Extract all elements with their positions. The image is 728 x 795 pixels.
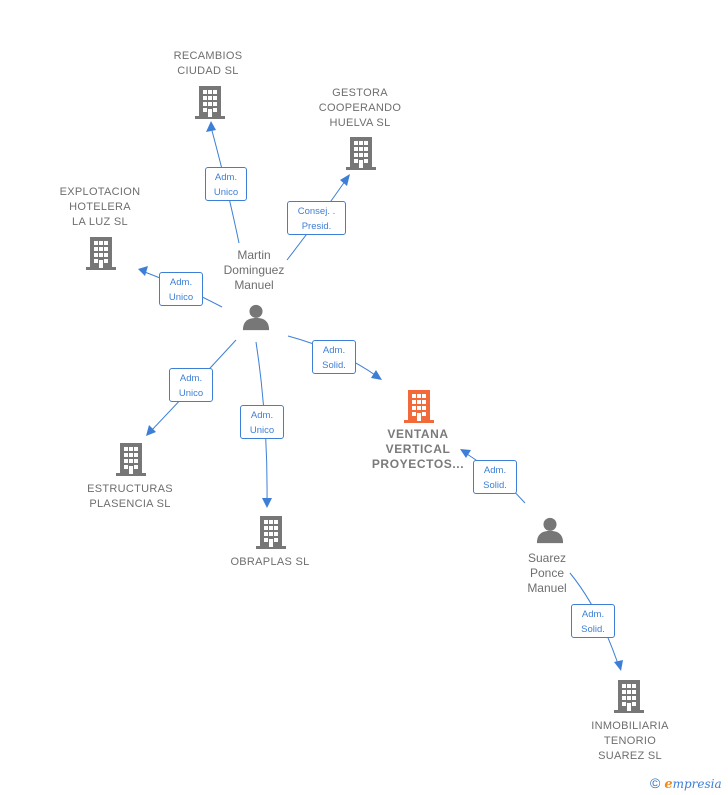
label-line: Ponce <box>529 566 565 580</box>
edge-label-line: Unico <box>168 292 194 303</box>
edge-label-line: Adm. <box>169 277 193 288</box>
arrow-inmobiliaria <box>614 660 623 671</box>
label-line: HUELVA SL <box>329 117 391 129</box>
empresia-logo[interactable]: ©empresia <box>650 775 722 792</box>
edge-label-adm-unico[interactable]: Adm. Unico <box>205 167 247 201</box>
label-line: RECAMBIOS <box>173 50 243 62</box>
label-line: CIUDAD SL <box>177 65 239 77</box>
label-line: OBRAPLAS SL <box>230 556 310 568</box>
edge-label-line: Adm. <box>483 465 507 476</box>
company-inmobiliaria-label[interactable]: INMOBILIARIA TENORIO SUAREZ SL <box>570 719 690 764</box>
brand-name: mpresia <box>672 777 722 791</box>
building-icon[interactable] <box>346 137 376 170</box>
building-icon[interactable] <box>256 516 286 549</box>
person-suarez-label[interactable]: Suarez Ponce Manuel <box>497 551 597 596</box>
label-line: ESTRUCTURAS <box>87 483 173 495</box>
label-line: PLASENCIA SL <box>89 498 171 510</box>
edge-label-adm-unico[interactable]: Adm. Unico <box>159 272 203 306</box>
label-line: Dominguez <box>223 263 285 277</box>
edge-label-adm-unico[interactable]: Adm. Unico <box>169 368 213 402</box>
company-obraplas-label[interactable]: OBRAPLAS SL <box>210 555 330 570</box>
edge-label-line: Unico <box>249 425 275 436</box>
copyright-icon: © <box>650 775 661 791</box>
label-line: TENORIO <box>603 735 657 747</box>
edge-label-line: Solid. <box>581 624 605 635</box>
arrow-ventana-suarez <box>460 449 471 458</box>
company-ventana-label[interactable]: VENTANA VERTICAL PROYECTOS... <box>360 427 476 472</box>
arrow-recambios <box>206 121 216 132</box>
edge-label-line: Adm. <box>179 373 203 384</box>
edge-label-line: Unico <box>178 388 204 399</box>
arrow-obraplas <box>262 498 272 508</box>
arrow-ventana-martin <box>371 370 382 380</box>
edge-label-adm-solid[interactable]: Adm. Solid. <box>571 604 615 638</box>
edge-label-consej-presid[interactable]: Consej. . Presid. <box>287 201 346 235</box>
label-line: SUAREZ SL <box>598 750 662 762</box>
edge-label-line: Adm. <box>214 172 238 183</box>
edge-label-line: Solid. <box>322 360 346 371</box>
building-icon[interactable] <box>614 680 644 713</box>
edge-label-line: Solid. <box>483 480 507 491</box>
label-line: EXPLOTACION <box>59 186 141 198</box>
building-icon[interactable] <box>116 443 146 476</box>
edge-label-adm-unico[interactable]: Adm. Unico <box>240 405 284 439</box>
label-line: PROYECTOS... <box>371 457 465 471</box>
label-line: LA LUZ SL <box>72 216 128 228</box>
building-icon[interactable] <box>86 237 116 270</box>
label-line: INMOBILIARIA <box>591 720 669 732</box>
arrow-explotacion <box>138 266 148 276</box>
company-estructuras-label[interactable]: ESTRUCTURAS PLASENCIA SL <box>70 482 190 512</box>
edge-label-line: Unico <box>213 187 239 198</box>
person-martin-label[interactable]: Martin Dominguez Manuel <box>204 248 304 293</box>
building-icon[interactable] <box>195 86 225 119</box>
company-gestora-label[interactable]: GESTORA COOPERANDO HUELVA SL <box>302 86 418 131</box>
label-line: COOPERANDO <box>318 102 402 114</box>
edge-label-line: Consej. . <box>297 206 336 217</box>
label-line: VENTANA <box>387 427 449 441</box>
company-recambios-label[interactable]: RECAMBIOS CIUDAD SL <box>150 49 266 79</box>
person-icon[interactable] <box>242 304 270 331</box>
arrow-estructuras <box>146 425 156 436</box>
label-line: HOTELERA <box>69 201 131 213</box>
label-line: Martin <box>237 248 271 262</box>
label-line: GESTORA <box>332 87 388 99</box>
building-icon[interactable] <box>404 390 434 423</box>
person-icon[interactable] <box>536 517 564 544</box>
edge-label-line: Presid. <box>301 221 332 232</box>
edge-label-line: Adm. <box>581 609 605 620</box>
brand-initial: e <box>664 777 673 792</box>
edge-label-adm-solid[interactable]: Adm. Solid. <box>473 460 517 494</box>
label-line: Manuel <box>234 278 274 292</box>
edge-label-adm-solid[interactable]: Adm. Solid. <box>312 340 356 374</box>
label-line: Manuel <box>527 581 567 595</box>
label-line: VERTICAL <box>385 442 451 456</box>
arrow-gestora <box>340 174 350 186</box>
edge-label-line: Adm. <box>250 410 274 421</box>
label-line: Suarez <box>527 551 567 565</box>
edge-label-line: Adm. <box>322 345 346 356</box>
company-explotacion-label[interactable]: EXPLOTACION HOTELERA LA LUZ SL <box>42 185 158 230</box>
